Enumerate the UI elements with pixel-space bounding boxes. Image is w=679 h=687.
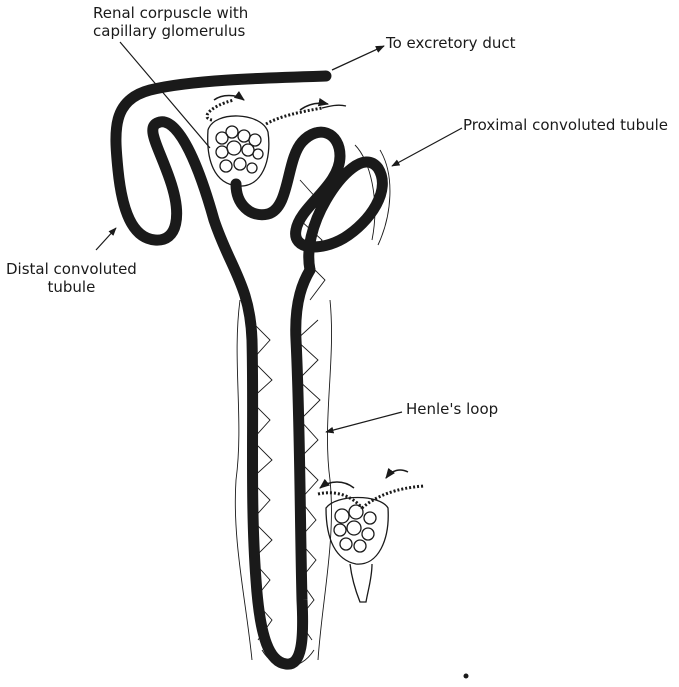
distal-tubule-leader xyxy=(96,228,116,250)
stray-dot xyxy=(464,674,469,679)
efferent-arrow-lower xyxy=(386,470,408,478)
efferent-arrow-upper xyxy=(300,103,328,110)
distal-tubule-label: Distal convoluted tubule xyxy=(6,260,137,296)
henle-loop-label: Henle's loop xyxy=(406,400,498,418)
renal-corpuscle-label: Renal corpuscle with capillary glomerulu… xyxy=(93,4,248,40)
renal-corpuscle-label-line-2: capillary glomerulus xyxy=(93,22,248,40)
afferent-arrow-lower xyxy=(320,482,354,488)
afferent-arrow-upper xyxy=(214,96,244,101)
distal-tubule-label-line-1: Distal convoluted xyxy=(6,260,137,278)
distal-tubule-label-line-2: tubule xyxy=(6,278,137,296)
henle-loop-leader xyxy=(326,412,402,432)
renal-corpuscle-upper xyxy=(207,100,346,186)
proximal-tubule-leader xyxy=(392,128,462,166)
renal-corpuscle-label-line-1: Renal corpuscle with xyxy=(93,4,248,22)
renal-corpuscle-lower xyxy=(318,486,424,602)
proximal-tubule-path xyxy=(236,132,382,270)
proximal-tubule-label: Proximal convoluted tubule xyxy=(463,116,668,134)
excretory-duct-label: To excretory duct xyxy=(386,34,515,52)
excretory-duct-arrow xyxy=(332,46,384,70)
